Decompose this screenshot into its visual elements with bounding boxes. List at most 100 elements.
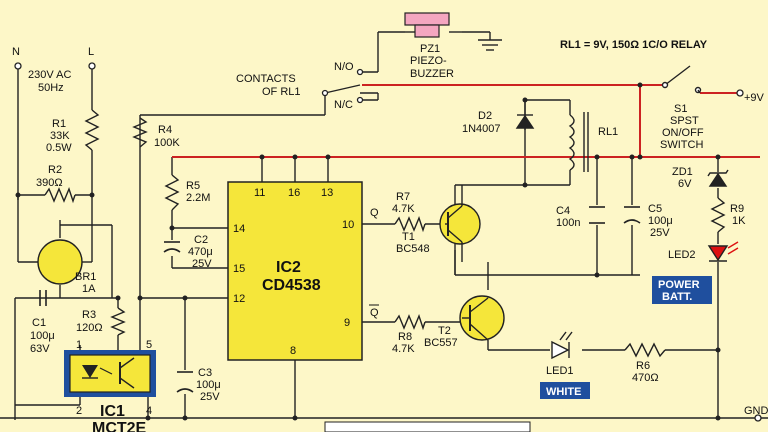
- r5-name: R5: [186, 180, 200, 192]
- d2-part: 1N4007: [462, 123, 501, 135]
- c2-name: C2: [194, 234, 208, 246]
- supply-label: +9V: [744, 92, 765, 104]
- zd1-rating: 6V: [678, 178, 692, 190]
- c4-value: 100n: [556, 217, 580, 229]
- ic2-pin-9: 9: [344, 317, 350, 329]
- contacts-title2: OF RL1: [262, 86, 301, 98]
- rl1-relay-coil: [568, 112, 589, 172]
- ic1-pin-5: 5: [146, 339, 152, 351]
- ground-symbol: [478, 39, 502, 51]
- c5-name: C5: [648, 203, 662, 215]
- r1-resistor: [84, 109, 100, 151]
- c3-name: C3: [198, 367, 212, 379]
- power-badge: [652, 276, 712, 304]
- buzzer-name: PZ1: [420, 43, 440, 55]
- r7-value: 4.7K: [392, 203, 415, 215]
- t1-transistor: [439, 185, 481, 262]
- ic1-name: IC1: [100, 403, 125, 420]
- power-badge-line2: BATT.: [662, 291, 692, 303]
- s1-switch-word: SWITCH: [660, 139, 703, 151]
- r8-resistor: [394, 314, 426, 331]
- r4-resistor: [132, 117, 148, 148]
- r2-value: 390Ω: [36, 177, 63, 189]
- buzzer-line2: BUZZER: [410, 68, 454, 80]
- r6-value: 470Ω: [632, 372, 659, 384]
- r5-value: 2.2M: [186, 192, 210, 204]
- qbar-output-label: Q: [370, 307, 379, 319]
- d2-name: D2: [478, 110, 492, 122]
- r6-resistor: [624, 342, 666, 358]
- gnd-label: GND: [744, 405, 768, 417]
- c1-voltage: 63V: [30, 343, 50, 355]
- r4-name: R4: [158, 124, 172, 136]
- contact-no-label: N/O: [334, 61, 354, 73]
- r7-name: R7: [396, 191, 410, 203]
- s1-type: SPST: [670, 115, 699, 127]
- ic2-pin-13: 13: [321, 187, 333, 199]
- ic2-part: CD4538: [262, 277, 321, 294]
- ic2-pin-14: 14: [233, 223, 245, 235]
- c1-value: 100μ: [30, 330, 55, 342]
- c3-voltage: 25V: [200, 391, 220, 403]
- power-badge-line1: POWER: [658, 279, 700, 291]
- pz1-buzzer: [404, 12, 462, 38]
- header-note: RL1 = 9V, 150Ω 1C/O RELAY: [560, 39, 708, 51]
- c1-capacitor: [39, 290, 47, 306]
- ic2-pin-12: 12: [233, 293, 245, 305]
- r8-value: 4.7K: [392, 343, 415, 355]
- r2-name: R2: [48, 164, 62, 176]
- t1-name: T1: [402, 231, 415, 243]
- ic1-part: MCT2E: [92, 420, 147, 432]
- contact-nc-label: N/C: [334, 99, 353, 111]
- br1-rating: 1A: [82, 283, 96, 295]
- ic2-pin-10: 10: [342, 219, 354, 231]
- r9-resistor: [710, 197, 726, 233]
- mains-spec1: 230V AC: [28, 69, 71, 81]
- c2-capacitor: [163, 241, 181, 253]
- rl1-label: RL1: [598, 126, 618, 138]
- led2-label: LED2: [668, 249, 696, 261]
- r2-resistor: [44, 187, 76, 204]
- ic2-chip: [227, 157, 363, 361]
- contacts-title1: CONTACTS: [236, 73, 296, 85]
- r6-name: R6: [636, 360, 650, 372]
- mains-spec2: 50Hz: [38, 82, 64, 94]
- d2-diode: [515, 100, 535, 140]
- white-badge: [540, 382, 590, 399]
- c5-capacitor: [623, 206, 641, 224]
- ic1-pin-2: 2: [76, 405, 82, 417]
- c5-value: 100μ: [648, 215, 673, 227]
- c1-name: C1: [32, 317, 46, 329]
- t2-part: BC557: [424, 337, 458, 349]
- c3-value: 100μ: [196, 379, 221, 391]
- c4-name: C4: [556, 205, 570, 217]
- ic1-pin-1: 1: [76, 339, 82, 351]
- mains-l-label: L: [88, 46, 94, 58]
- ic2-pin-8: 8: [290, 345, 296, 357]
- q-output-label: Q: [370, 207, 379, 219]
- ic1-optocoupler: [64, 350, 156, 397]
- zd1-zener: [707, 169, 729, 187]
- zd1-name: ZD1: [672, 166, 693, 178]
- led1-white: [551, 331, 573, 360]
- ic2-pin-15: 15: [233, 263, 245, 275]
- r9-value: 1K: [732, 215, 746, 227]
- c4-capacitor: [589, 206, 605, 224]
- bottom-caption-strip: [324, 421, 531, 432]
- r9-name: R9: [730, 203, 744, 215]
- r1-name: R1: [52, 118, 66, 130]
- s1-mode: ON/OFF: [662, 127, 704, 139]
- t2-transistor: [459, 295, 505, 341]
- supply-rails: [172, 84, 760, 158]
- s1-switch: [661, 65, 702, 94]
- r5-resistor: [164, 174, 180, 211]
- ic2-pin-16: 16: [288, 187, 300, 199]
- r1-rating: 0.5W: [46, 142, 72, 154]
- c2-voltage: 25V: [192, 258, 212, 270]
- t2-name: T2: [438, 325, 451, 337]
- mains-n-label: N: [12, 46, 20, 58]
- r3-value: 120Ω: [76, 322, 103, 334]
- r7-resistor: [394, 216, 426, 233]
- r3-name: R3: [82, 309, 96, 321]
